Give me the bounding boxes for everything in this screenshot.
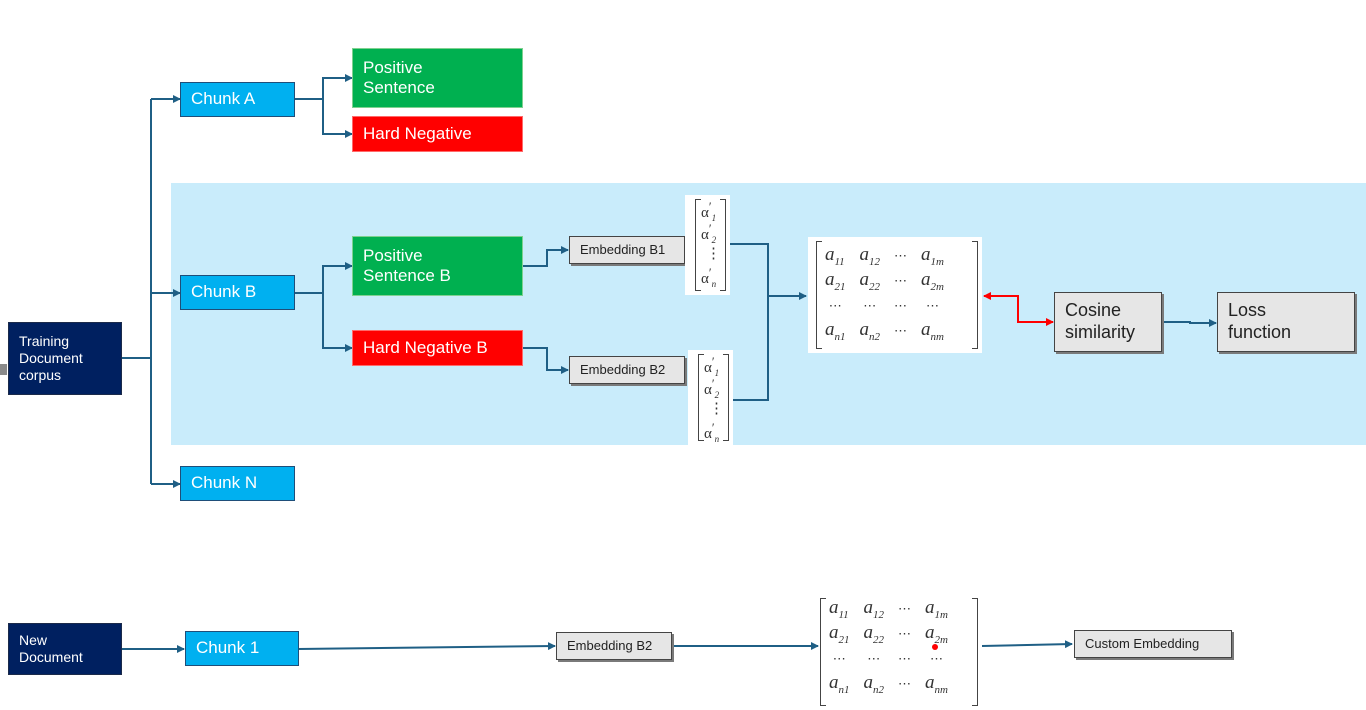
matrix-cell: ⋯	[894, 297, 907, 313]
embedding-b2-inference[interactable]: Embedding B2	[556, 632, 672, 660]
connector-chunk-a-negative	[322, 99, 353, 138]
matrix-cell: ⋯	[898, 675, 911, 691]
matrix-cell: an1	[825, 318, 846, 343]
matrix-cell: a1m	[921, 243, 944, 268]
matrix-cell: ⋯	[832, 650, 846, 666]
matrix-cell: ⋯	[894, 247, 907, 263]
matrix-cell: a12	[859, 243, 881, 268]
matrix-row: a21 a22 ⋯ a2m	[818, 268, 951, 293]
chunk-n[interactable]: Chunk N	[180, 466, 295, 501]
chunk-1[interactable]: Chunk 1	[185, 631, 299, 666]
positive-sentence-a[interactable]: Positive Sentence	[352, 48, 523, 108]
matrix-cell: an1	[829, 671, 850, 696]
connector-positive-embedding-b1	[523, 246, 569, 267]
matrix-cell: ⋯	[867, 650, 881, 666]
matrix-cell: a22	[859, 268, 881, 293]
training-document-corpus[interactable]: Training Document corpus	[8, 322, 122, 395]
connector-chunk-b-negative	[322, 293, 353, 352]
output-matrix: a11 a12 ⋯ a1m a21 a22 ⋯ a2m ⋯ ⋯ ⋯ ⋯ an1 an2 ⋯ anm	[812, 594, 982, 710]
connector-chunk-b-positive	[294, 262, 353, 294]
loss-function[interactable]: Loss function	[1217, 292, 1355, 352]
similarity-matrix: a11 a12 ⋯ a1m a21 a22 ⋯ a2m ⋯ ⋯ ⋯ ⋯ an1 an2 ⋯ anm	[808, 237, 982, 353]
matrix-cell: anm	[921, 318, 944, 343]
matrix-row: a21 a22 ⋯ a2m	[822, 621, 955, 646]
embedding-vector-b1: α′1 α′2 ⋮ α′n	[685, 195, 730, 295]
matrix-cell: ⋯	[898, 650, 911, 666]
matrix-cell: a21	[825, 268, 846, 293]
chunk-b[interactable]: Chunk B	[180, 275, 295, 310]
matrix-cell: ⋯	[925, 297, 939, 313]
vector-row: ⋮	[709, 401, 724, 417]
embedding-b2[interactable]: Embedding B2	[569, 356, 685, 384]
matrix-cell: anm	[925, 671, 948, 696]
matrix-cell: ⋯	[894, 322, 907, 338]
vector-row: α′2	[704, 377, 720, 400]
matrix-cell: a1m	[925, 596, 948, 621]
matrix-cell: a21	[829, 621, 850, 646]
matrix-cell: a2m	[925, 621, 948, 646]
matrix-row: an1 an2 ⋯ anm	[818, 318, 951, 343]
matrix-cell: a22	[863, 621, 885, 646]
matrix-cell: an2	[859, 318, 881, 343]
chunk-a[interactable]: Chunk A	[180, 82, 295, 117]
vector-row: α′1	[701, 200, 717, 223]
hard-negative-b[interactable]: Hard Negative B	[352, 330, 523, 366]
matrix-row: an1 an2 ⋯ anm	[822, 671, 955, 696]
matrix-row: a11 a12 ⋯ a1m	[822, 596, 955, 621]
positive-sentence-b[interactable]: Positive Sentence B	[352, 236, 523, 296]
connector-negative-embedding-b2	[523, 347, 569, 374]
connector-vector1-merge	[730, 243, 769, 401]
connector-similarity	[990, 295, 1054, 326]
hard-negative-a[interactable]: Hard Negative	[352, 116, 523, 152]
matrix-cell: a11	[825, 243, 845, 268]
cosine-similarity[interactable]: Cosine similarity	[1054, 292, 1162, 352]
vector-row: α′n	[701, 266, 717, 289]
edge-handle	[0, 364, 7, 375]
custom-embedding[interactable]: Custom Embedding	[1074, 630, 1232, 658]
matrix-row: ⋯ ⋯ ⋯ ⋯	[822, 646, 955, 671]
matrix-cell: ⋯	[894, 272, 907, 288]
vector-row: α′2	[701, 222, 717, 245]
matrix-cell: ⋯	[898, 600, 911, 616]
connector-matrix-custom	[981, 640, 1073, 649]
connector-cosine-loss	[1161, 319, 1217, 327]
connector-chunk1-embedding	[297, 642, 556, 651]
embedding-vector-b2: α′1 α′2 ⋮ α′n	[688, 350, 733, 445]
vector-row: ⋮	[706, 246, 721, 262]
matrix-row: a11 a12 ⋯ a1m	[818, 243, 951, 268]
matrix-cell: a12	[863, 596, 885, 621]
vector-row: α′1	[704, 355, 720, 378]
embedding-b1[interactable]: Embedding B1	[569, 236, 685, 264]
connector-chunk-a-positive	[294, 74, 353, 100]
matrix-row: ⋯ ⋯ ⋯ ⋯	[818, 293, 951, 318]
new-document[interactable]: New Document	[8, 623, 122, 675]
matrix-cell: ⋯	[828, 297, 842, 313]
red-dot-marker	[932, 644, 938, 650]
matrix-cell: ⋯	[863, 297, 877, 313]
matrix-cell: an2	[863, 671, 885, 696]
matrix-cell: ⋯	[898, 625, 911, 641]
matrix-cell: ⋯	[929, 650, 943, 666]
matrix-cell: a2m	[921, 268, 944, 293]
matrix-cell: a11	[829, 596, 849, 621]
vector-row: α′n	[704, 421, 720, 444]
